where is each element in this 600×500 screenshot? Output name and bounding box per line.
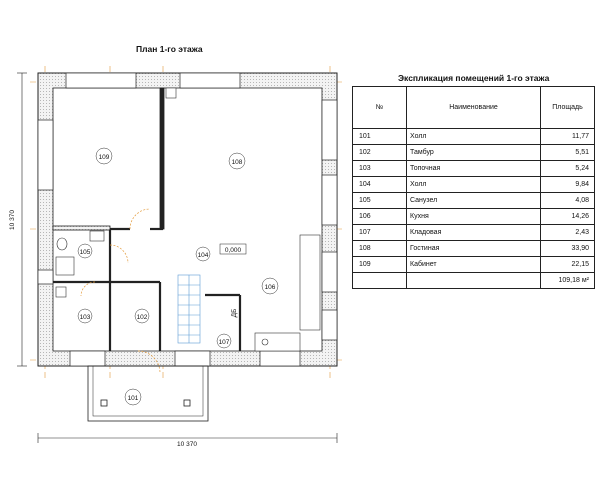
dimension-lines [17, 72, 338, 443]
svg-text:108: 108 [232, 159, 243, 166]
cell-name: Гостиная [406, 240, 541, 257]
room-labels: 109 108 105 104 106 103 102 107 101 [77, 147, 279, 406]
cell-area: 33,90 [540, 240, 595, 257]
stairs [177, 274, 201, 344]
cell-num: 103 [352, 160, 407, 177]
cell-empty [406, 272, 541, 289]
room-label-104: 104 [195, 246, 211, 262]
thin-walls [52, 87, 165, 231]
cell-name: Кабинет [406, 256, 541, 273]
svg-text:109: 109 [99, 154, 110, 161]
cell-name: Кладовая [406, 224, 541, 241]
svg-text:104: 104 [198, 252, 209, 259]
cell-name: Санузел [406, 192, 541, 209]
dim-horizontal: 10 370 [177, 441, 197, 448]
cell-area: 14,26 [540, 208, 595, 225]
header-area: Площадь [540, 86, 595, 129]
cell-name: Холл [406, 128, 541, 145]
table-row: 107 Кладовая 2,43 [352, 224, 595, 241]
svg-text:102: 102 [137, 314, 148, 321]
cell-num: 109 [352, 256, 407, 273]
cell-num: 106 [352, 208, 407, 225]
room-label-101: 101 [124, 388, 142, 406]
room-label-106: 106 [261, 277, 279, 295]
cell-num: 107 [352, 224, 407, 241]
dim-vertical: 10 370 [9, 210, 16, 230]
cell-name: Кухня [406, 208, 541, 225]
cell-area: 11,77 [540, 128, 595, 145]
table-row: 101 Холл 11,77 [352, 128, 595, 145]
svg-text:101: 101 [128, 395, 139, 402]
cell-num: 108 [352, 240, 407, 257]
cell-area: 4,08 [540, 192, 595, 209]
total-area: 109,18 м² [540, 272, 595, 289]
cell-area: 2,43 [540, 224, 595, 241]
table-row: 103 Топочная 5,24 [352, 160, 595, 177]
room-label-109: 109 [95, 147, 113, 165]
cell-area: 5,51 [540, 144, 595, 161]
cell-area: 22,15 [540, 256, 595, 273]
table-row: 109 Кабинет 22,15 [352, 256, 595, 273]
svg-text:106: 106 [265, 284, 276, 291]
svg-text:0,000: 0,000 [225, 247, 242, 254]
terrace [87, 365, 209, 422]
room-label-108: 108 [228, 152, 246, 170]
room-label-103: 103 [77, 308, 93, 324]
table-row: 102 Тамбур 5,51 [352, 144, 595, 161]
cell-empty [352, 272, 407, 289]
cell-name: Холл [406, 176, 541, 193]
cell-area: 5,24 [540, 160, 595, 177]
explication-table: № Наименование Площадь 101 Холл 11,77 10… [352, 86, 595, 289]
cell-num: 104 [352, 176, 407, 193]
table-header-row: № Наименование Площадь [352, 86, 595, 129]
elevation-mark: 0,000 [219, 243, 247, 255]
cell-area: 9,84 [540, 176, 595, 193]
cell-num: 105 [352, 192, 407, 209]
kitchen-counter [254, 234, 321, 352]
header-num: № [352, 86, 407, 129]
cell-num: 102 [352, 144, 407, 161]
svg-text:105: 105 [80, 249, 91, 256]
table-row: 104 Холл 9,84 [352, 176, 595, 193]
outer-walls [37, 72, 338, 367]
explication-title: Экспликация помещений 1-го этажа [398, 73, 550, 83]
table-row: 106 Кухня 14,26 [352, 208, 595, 225]
cell-num: 101 [352, 128, 407, 145]
table-total-row: 109,18 м² [352, 272, 595, 289]
table-row: 108 Гостиная 33,90 [352, 240, 595, 257]
cell-name: Тамбур [406, 144, 541, 161]
room-label-102: 102 [134, 308, 150, 324]
bath-fixtures [55, 87, 177, 298]
plan-title: План 1-го этажа [136, 44, 203, 54]
cell-name: Топочная [406, 160, 541, 177]
door-swings [80, 208, 161, 374]
windows [37, 72, 338, 367]
svg-text:107: 107 [219, 339, 230, 346]
room-label-105: 105 [77, 243, 93, 259]
ds-label: ДБ [231, 309, 238, 318]
svg-text:103: 103 [80, 314, 91, 321]
room-label-107: 107 [216, 333, 232, 349]
table-row: 105 Санузел 4,08 [352, 192, 595, 209]
header-name: Наименование [406, 86, 541, 129]
